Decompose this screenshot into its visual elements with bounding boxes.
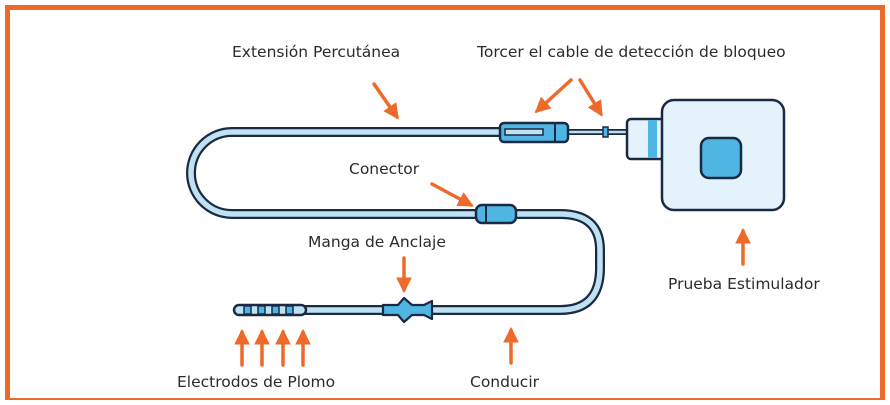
label-percutaneous-extension: Extensión Percutánea xyxy=(232,43,400,61)
electrode xyxy=(271,305,280,315)
label-connector: Conector xyxy=(349,160,420,178)
stimulator-side-band xyxy=(648,120,657,158)
arrow-connector xyxy=(430,182,474,207)
connector xyxy=(474,203,518,225)
connector-slot xyxy=(504,128,544,136)
stimulator-button xyxy=(699,136,743,180)
anchor-sleeve xyxy=(381,296,434,324)
cable-band xyxy=(602,126,609,138)
electrode xyxy=(285,305,294,315)
arrow-twist-left xyxy=(534,78,573,114)
frame-border xyxy=(5,5,885,400)
cable-outline xyxy=(186,127,605,315)
arrow-percutaneous xyxy=(372,82,399,120)
electrode xyxy=(243,305,252,315)
arrows xyxy=(234,78,751,367)
label-anchor-sleeve: Manga de Anclaje xyxy=(308,233,446,251)
arrow-twist-right xyxy=(578,78,603,117)
label-lead: Conducir xyxy=(470,373,540,391)
cable-body xyxy=(188,129,603,313)
label-lead-electrodes: Electrodos de Plomo xyxy=(177,373,335,391)
label-stimulator: Prueba Estimulador xyxy=(668,275,820,293)
electrode xyxy=(257,305,266,315)
label-twist-cable: Torcer el cable de detección de bloqueo xyxy=(476,43,786,61)
